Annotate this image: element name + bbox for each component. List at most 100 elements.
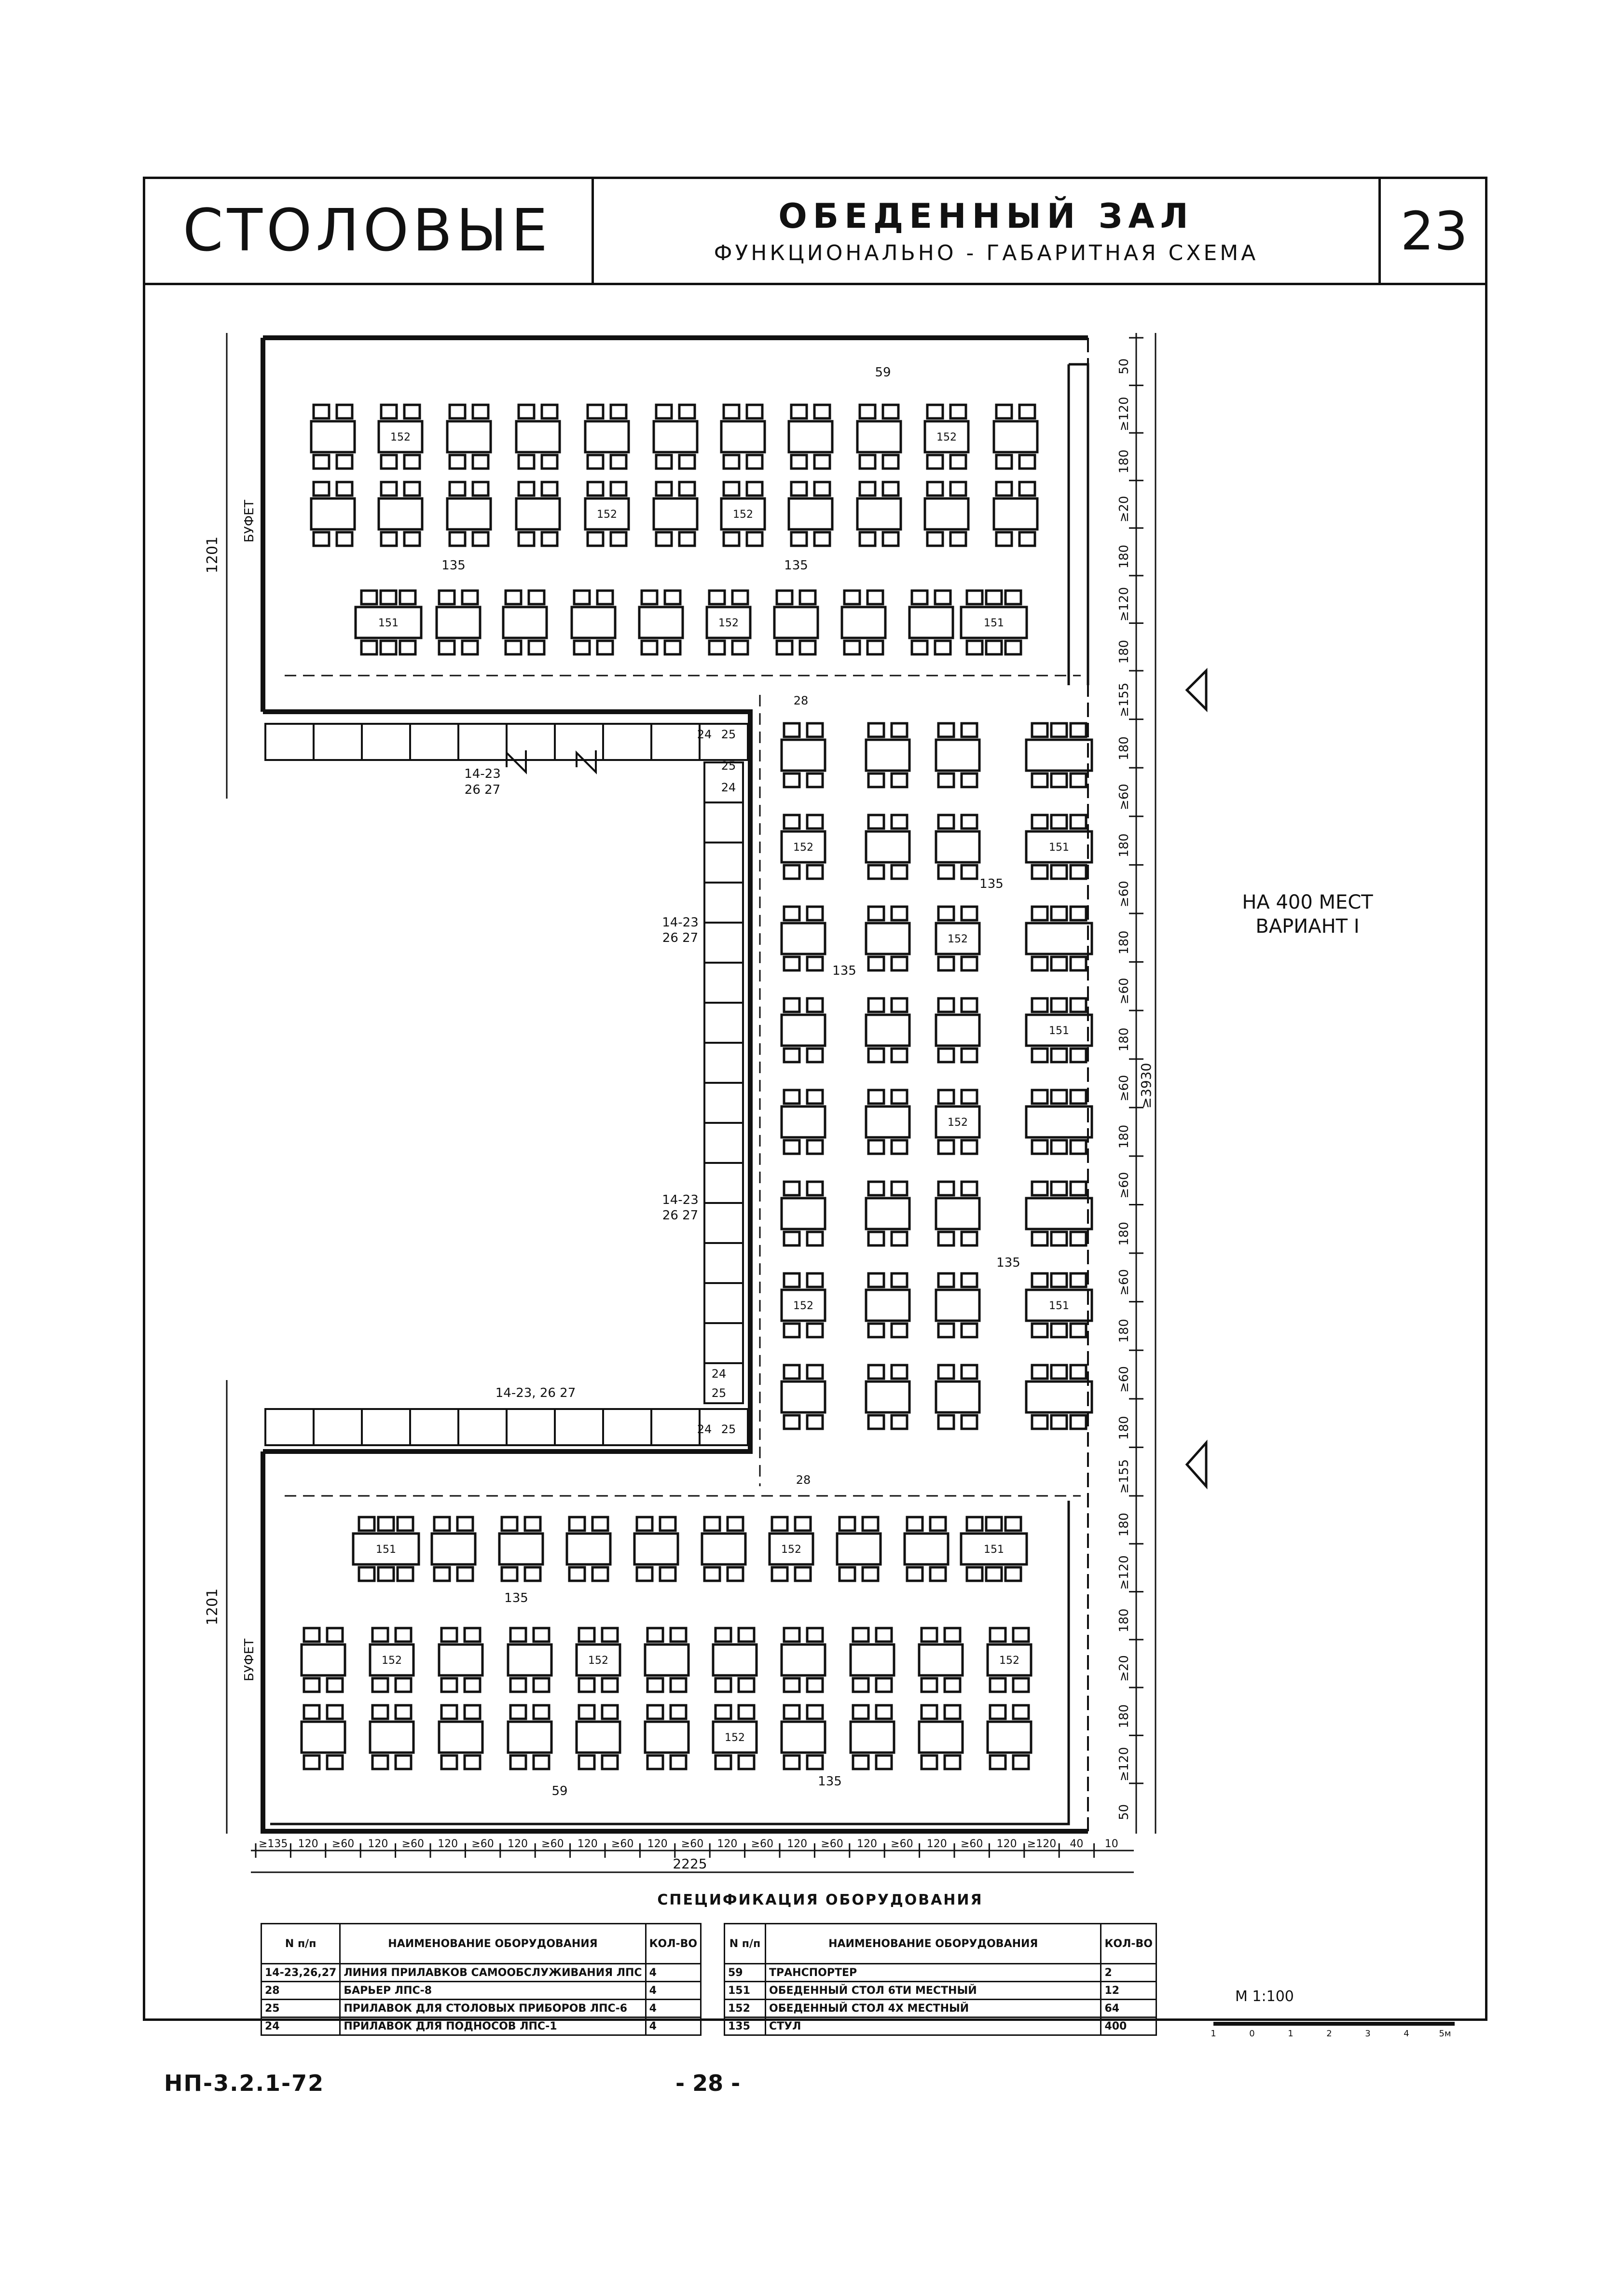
table-top (705, 606, 752, 639)
chair (790, 531, 808, 547)
chair (867, 864, 885, 880)
chair (1018, 454, 1036, 470)
table-top (502, 606, 548, 639)
spec-head-name: НАИМЕНОВАНИЕ ОБОРУДОВАНИЯ (764, 1923, 1102, 1964)
chair (609, 403, 628, 420)
counter-module (602, 1408, 652, 1446)
chair (646, 1704, 664, 1720)
table-4-seat (865, 997, 911, 1064)
chair (926, 531, 944, 547)
chair (783, 1704, 801, 1720)
chair (890, 905, 908, 922)
chair (326, 1677, 344, 1693)
chair (843, 639, 861, 656)
chair (937, 814, 955, 830)
table-number: 152 (725, 1732, 745, 1744)
table-number: 152 (936, 431, 957, 443)
chair (920, 1754, 938, 1770)
spec-cell-qty: 12 (1100, 1981, 1157, 2000)
chair (371, 1677, 389, 1693)
chair (540, 481, 559, 497)
chair (527, 589, 546, 606)
chair (943, 1754, 962, 1770)
chair (1050, 955, 1068, 972)
table-top (369, 1720, 415, 1754)
table-6-seat (1025, 997, 1093, 1064)
chair (960, 1230, 978, 1247)
chair (867, 1272, 885, 1288)
chair (937, 1272, 955, 1288)
chair (399, 589, 417, 606)
table-4-seat (369, 1627, 415, 1693)
chair (1050, 1272, 1068, 1288)
sheet-number: 23 (1400, 200, 1468, 262)
chair (985, 639, 1003, 656)
table-number: 152 (999, 1655, 1019, 1667)
dimension-lines (226, 333, 1156, 1873)
buffet-label: БУФЕТ (242, 1639, 257, 1681)
transporter (270, 1501, 1070, 1825)
table-top (935, 1288, 981, 1322)
chair (867, 1089, 885, 1105)
chair (790, 403, 808, 420)
table-number: 151 (1049, 1025, 1069, 1037)
chair (960, 1180, 978, 1197)
table-4-seat (836, 1516, 882, 1582)
chair (861, 1566, 880, 1582)
chair (1050, 1180, 1068, 1197)
table-top (780, 1197, 826, 1230)
table-top (768, 1532, 814, 1566)
spec-cell-num: 25 (260, 1999, 341, 2018)
dimension-value: ≥60 (961, 1838, 983, 1850)
chair (396, 1566, 414, 1582)
chair (960, 1272, 978, 1288)
chair (399, 639, 417, 656)
chair (523, 1566, 542, 1582)
dimension-value: 180 (1117, 1608, 1131, 1632)
chair (440, 1627, 458, 1643)
trays-label: 24 (697, 1423, 712, 1436)
chair (867, 1047, 885, 1064)
table-number: 152 (781, 1544, 801, 1556)
chair (867, 1230, 885, 1247)
chair (714, 1677, 732, 1693)
chair (995, 403, 1013, 420)
table-4-seat (310, 403, 356, 470)
table-top (570, 606, 617, 639)
dining-tables (270, 363, 1093, 1825)
table-top (865, 830, 911, 864)
chair (586, 454, 605, 470)
counter-module (457, 1408, 508, 1446)
counter-module (699, 1408, 749, 1446)
counter-module (703, 1082, 744, 1124)
chair (568, 1566, 586, 1582)
transporter-label: 59 (875, 365, 891, 380)
chair (1050, 905, 1068, 922)
chair (540, 403, 559, 420)
chair (527, 639, 546, 656)
scale-tick: 1 (1288, 2029, 1293, 2039)
chair (995, 454, 1013, 470)
table-top (780, 1720, 826, 1754)
spec-head-num: N п/п (724, 1923, 766, 1964)
chair (1031, 722, 1049, 738)
table-4-seat (780, 1364, 826, 1430)
dimension-value: 180 (1117, 833, 1131, 857)
dispenser-icon (506, 750, 597, 774)
chair (937, 1047, 955, 1064)
chair (1031, 1139, 1049, 1155)
table-6-seat (960, 589, 1028, 656)
chair (861, 1516, 880, 1532)
chair (949, 454, 967, 470)
chair (1050, 1414, 1068, 1430)
chair (965, 1566, 984, 1582)
table-top (701, 1532, 747, 1566)
chair (1050, 1047, 1068, 1064)
chair (646, 1754, 664, 1770)
chair (745, 454, 764, 470)
chair (1069, 1139, 1087, 1155)
table-top (780, 1288, 826, 1322)
